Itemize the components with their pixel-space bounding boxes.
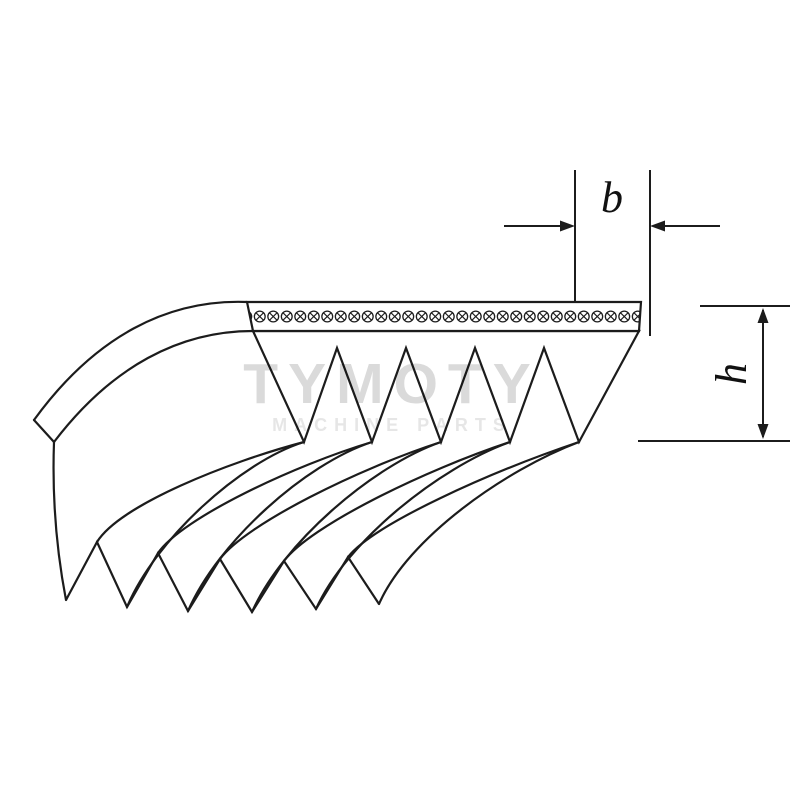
- dimension-h: h: [638, 305, 790, 442]
- dim-h-label: h: [707, 363, 756, 385]
- dim-h-arrowhead-top: [757, 308, 769, 323]
- belt-sweep: [32, 300, 581, 615]
- dimension-b: b: [504, 170, 720, 336]
- front-face-ribs-outline: [251, 329, 641, 446]
- rib-ridge-curve: [377, 440, 581, 606]
- rib-groove-curve: [218, 440, 443, 561]
- belt-left-end-edge: [32, 418, 56, 444]
- rib-groove-curve: [282, 440, 512, 563]
- rib-groove-curve: [95, 440, 306, 544]
- rib-ridge-curve: [314, 440, 512, 611]
- dim-b-label: b: [601, 173, 623, 222]
- rib-ridge-curve: [186, 440, 374, 613]
- belt-front-face: [245, 300, 643, 446]
- dim-h-arrowhead-bottom: [757, 424, 769, 439]
- watermark: TYMOTY MACHINE PARTS: [243, 352, 541, 435]
- belt-top-inner-curve: [52, 329, 255, 444]
- rib-outer-edge-curve: [52, 440, 68, 602]
- rib-groove-curve: [346, 440, 581, 559]
- dim-b-arrowhead-right: [650, 220, 665, 232]
- dim-b-arrowhead-left: [560, 220, 575, 232]
- rear-cut-zigzag-edge: [65, 539, 380, 615]
- belt-top-outer-curve: [32, 300, 249, 422]
- rib-ridge-curve: [125, 440, 306, 609]
- rib-groove-curve: [156, 440, 374, 555]
- rib-ridge-curve: [250, 440, 443, 614]
- watermark-subtitle: MACHINE PARTS: [272, 415, 512, 435]
- watermark-title: TYMOTY: [243, 352, 541, 416]
- tension-member-weave-pattern: [245, 300, 643, 333]
